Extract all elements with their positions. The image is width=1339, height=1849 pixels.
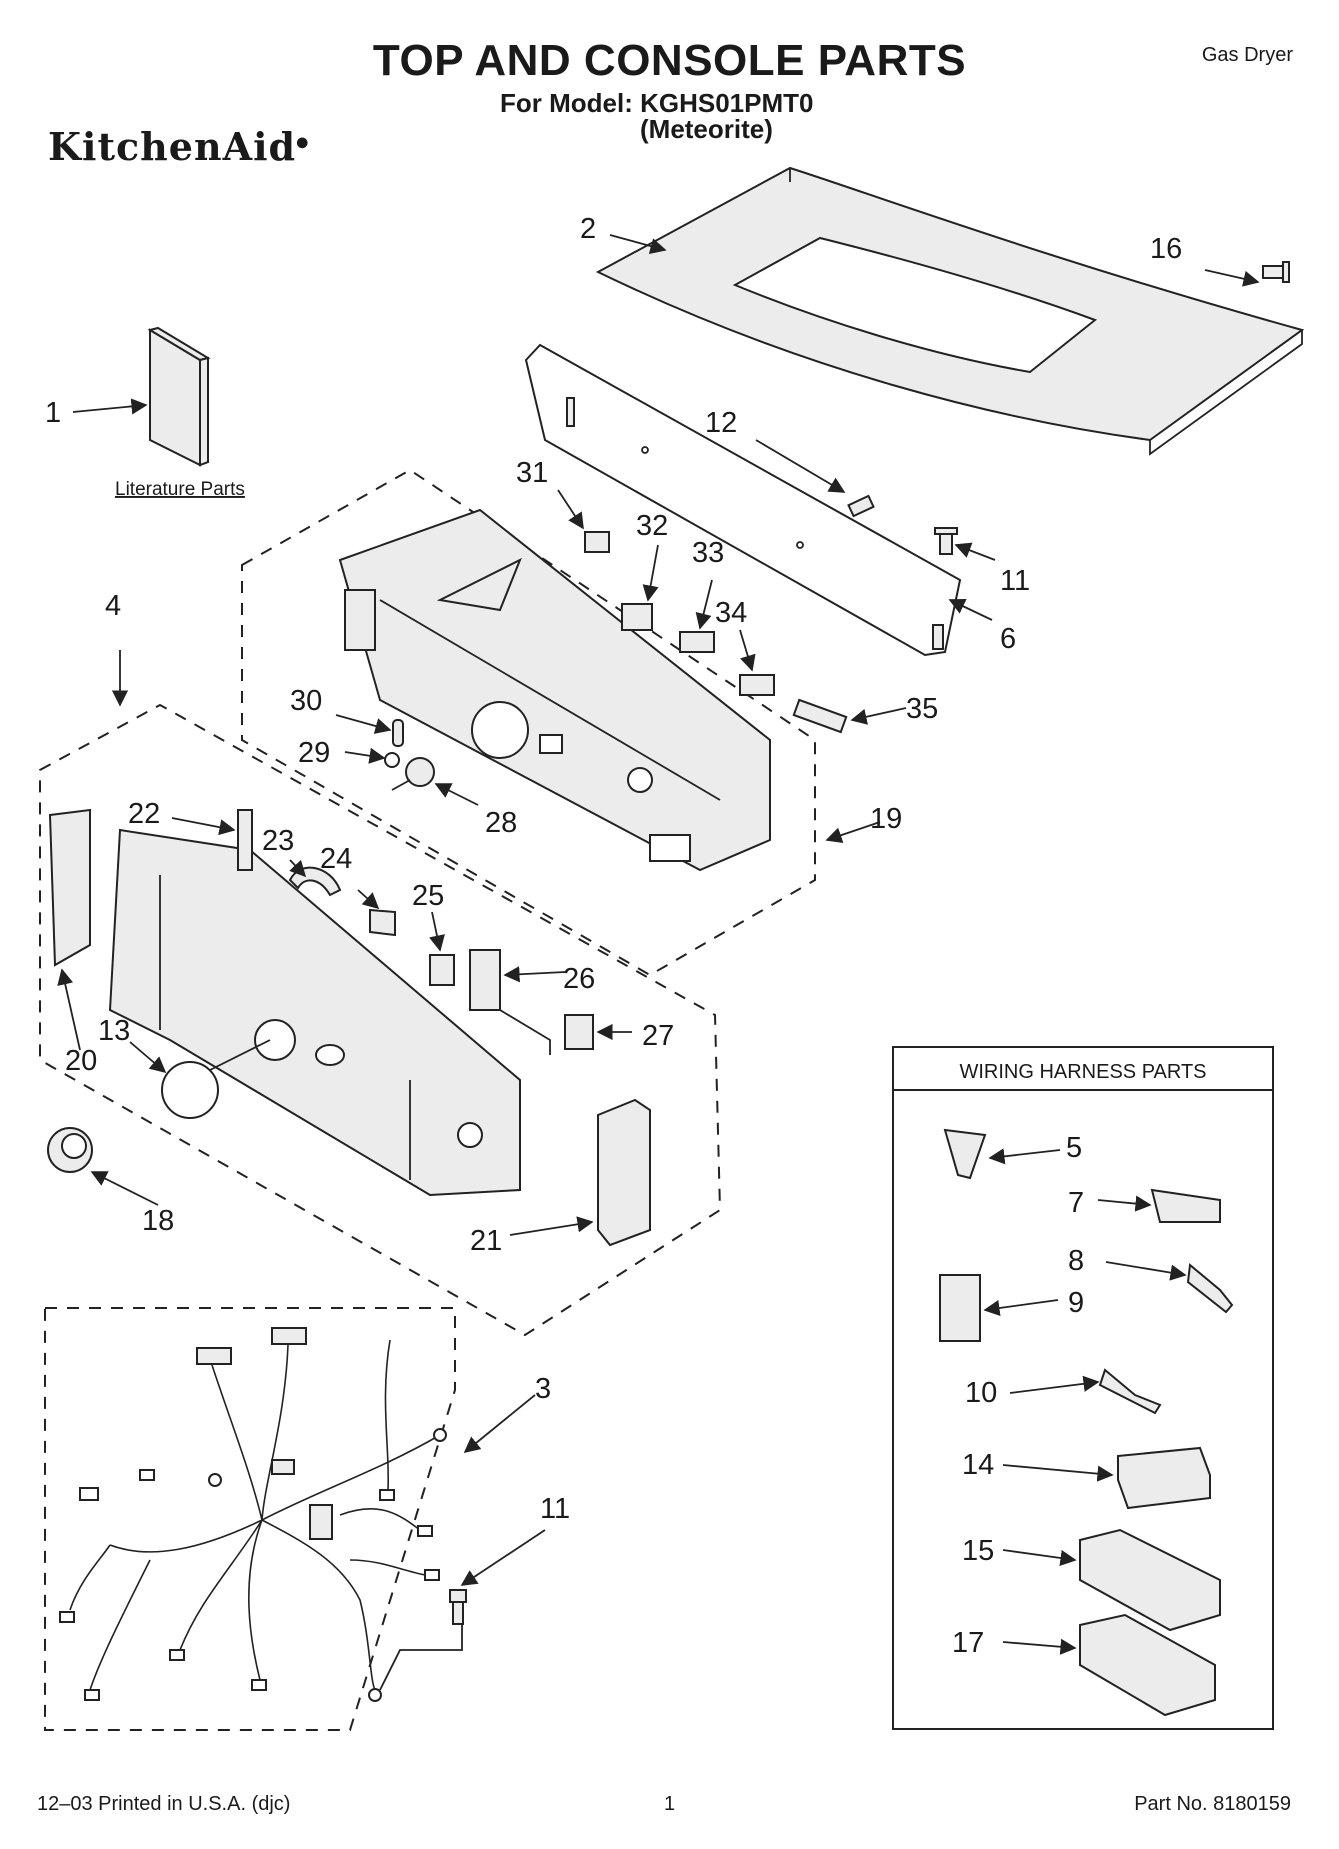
screw-12 (847, 494, 875, 518)
callout-32: 32 (636, 510, 668, 542)
part-9-connector (939, 1274, 981, 1342)
part-7-connector (1150, 1188, 1221, 1223)
end-cap-left-20 (48, 808, 91, 967)
part-5-clip (943, 1128, 987, 1180)
part-31 (584, 531, 610, 553)
callout-3: 3 (535, 1373, 551, 1405)
screw-11-top (934, 527, 958, 555)
part-33 (679, 631, 715, 653)
callout-29: 29 (298, 737, 330, 769)
model-number: For Model: KGHS01PMT0 (500, 88, 814, 118)
part-35 (792, 698, 848, 734)
part-34 (739, 674, 775, 696)
brand-logo: KitchenAid● (48, 124, 310, 169)
callout-11-bottom: 11 (540, 1493, 570, 1525)
part-25 (429, 954, 455, 986)
callout-35: 35 (906, 693, 938, 725)
wiring-harness-parts-header: WIRING HARNESS PARTS (959, 1061, 1206, 1083)
callout-17: 17 (952, 1627, 984, 1659)
callout-23: 23 (262, 825, 294, 857)
callout-4: 4 (105, 590, 121, 622)
end-cap-right-21 (597, 1098, 651, 1247)
callout-20: 20 (65, 1045, 97, 1077)
literature-parts (147, 326, 211, 467)
callout-2: 2 (580, 213, 596, 245)
callout-34: 34 (715, 597, 747, 629)
callout-31: 31 (516, 457, 548, 489)
callout-15: 15 (962, 1535, 994, 1567)
callout-18: 18 (142, 1205, 174, 1237)
appliance-type: Gas Dryer (1201, 44, 1293, 66)
console-back-panel (524, 343, 962, 657)
knob-13 (161, 1039, 271, 1119)
part-30 (392, 719, 404, 747)
callout-8: 8 (1068, 1245, 1084, 1277)
callout-10: 10 (965, 1377, 997, 1409)
leader-arrows (57, 234, 1260, 1691)
part-24 (369, 908, 396, 937)
part-28 (391, 757, 435, 791)
callout-7: 7 (1068, 1187, 1084, 1219)
literature-parts-label: Literature Parts (115, 479, 245, 500)
control-board-assembly (338, 508, 771, 872)
part-32 (621, 603, 653, 631)
callout-16: 16 (1150, 233, 1182, 265)
page-number: 1 (664, 1793, 676, 1815)
callout-5: 5 (1066, 1132, 1082, 1164)
wiring-harness-boundary (44, 1307, 456, 1731)
callout-28: 28 (485, 807, 517, 839)
callout-13: 13 (98, 1015, 130, 1047)
wiring-harness-parts-box (892, 1046, 1274, 1730)
callout-1: 1 (45, 397, 61, 429)
callout-12: 12 (705, 407, 737, 439)
main-wiring-harness (59, 1327, 447, 1702)
model-variant: (Meteorite) (640, 114, 773, 144)
knob-18 (47, 1127, 93, 1173)
part-8-terminal (1186, 1263, 1234, 1314)
top-panel (595, 166, 1305, 456)
callout-30: 30 (290, 685, 322, 717)
part-22 (237, 809, 253, 871)
brand-name: KitchenAid (48, 124, 297, 169)
part-26 (469, 949, 551, 1055)
part-17-housing (1079, 1613, 1216, 1717)
part-29 (384, 752, 400, 768)
part-15-housing (1079, 1528, 1221, 1632)
callout-25: 25 (412, 880, 444, 912)
callout-11-top: 11 (1000, 565, 1030, 597)
control-assembly-boundary (241, 468, 816, 977)
screw-16 (1262, 261, 1290, 283)
callout-26: 26 (563, 963, 595, 995)
callout-33: 33 (692, 537, 724, 569)
part-number: Part No. 8180159 (1134, 1793, 1291, 1815)
callout-6: 6 (1000, 623, 1016, 655)
part-10-terminal (1098, 1368, 1162, 1415)
callout-22: 22 (128, 798, 160, 830)
console-assembly-boundary (39, 703, 722, 1337)
callout-19: 19 (870, 803, 902, 835)
print-info: 12–03 Printed in U.S.A. (djc) (37, 1793, 291, 1815)
callout-9: 9 (1068, 1287, 1084, 1319)
callout-14: 14 (962, 1449, 994, 1481)
part-27 (564, 1014, 594, 1050)
callout-24: 24 (320, 843, 352, 875)
part-14-block (1117, 1446, 1211, 1510)
callout-27: 27 (642, 1020, 674, 1052)
callout-21: 21 (470, 1225, 502, 1257)
screw-11-bottom (449, 1589, 467, 1625)
page-title: TOP AND CONSOLE PARTS (372, 36, 967, 85)
console-panel (108, 828, 521, 1197)
